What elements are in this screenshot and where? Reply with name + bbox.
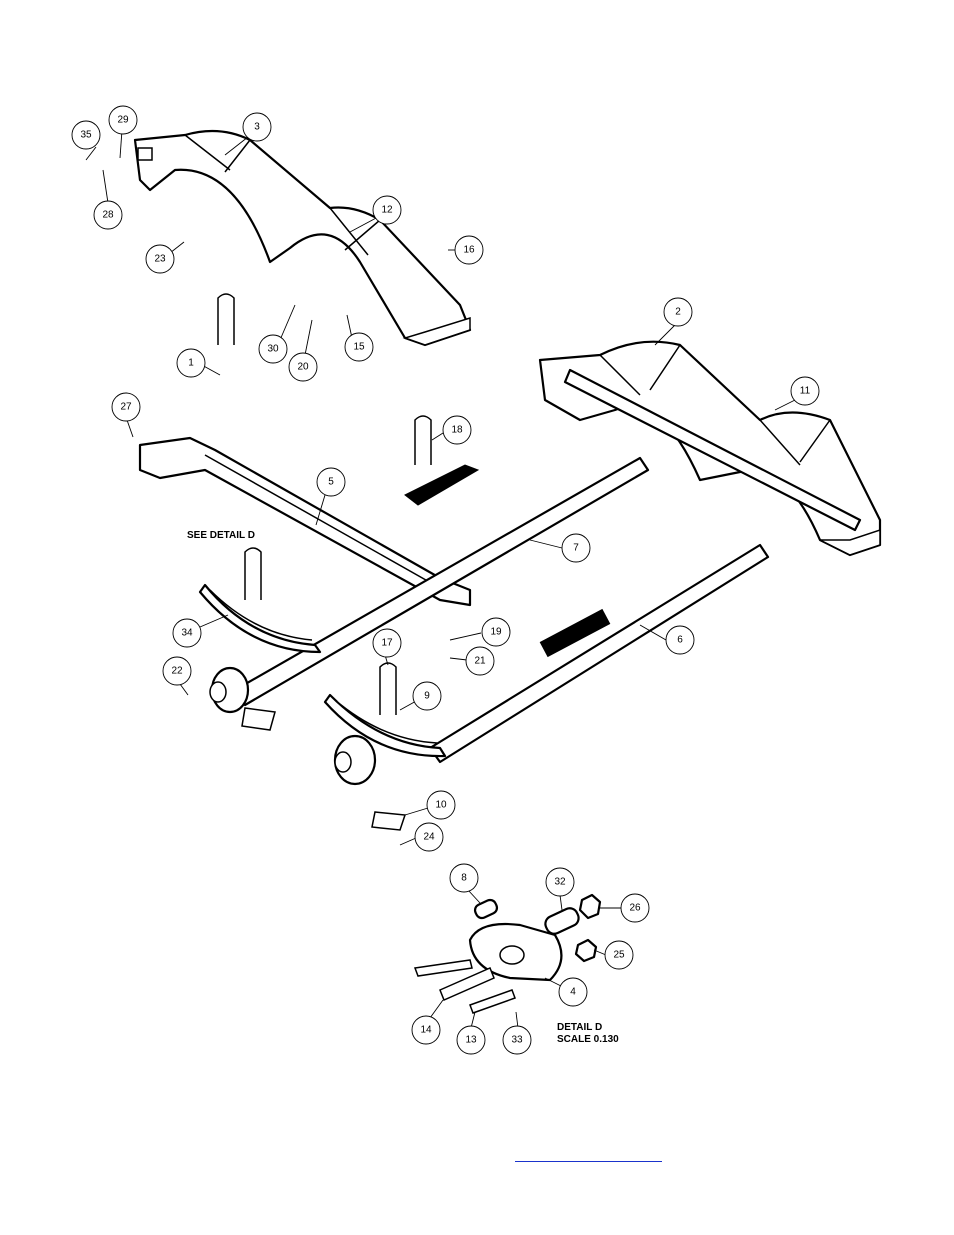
callout-23: 23 [145, 244, 175, 274]
callout-20: 20 [288, 352, 318, 382]
svg-text:30: 30 [267, 344, 279, 355]
svg-text:9: 9 [424, 691, 430, 702]
svg-text:29: 29 [117, 115, 129, 126]
svg-text:28: 28 [102, 210, 114, 221]
callout-30: 30 [258, 334, 288, 364]
callout-2: 2 [663, 297, 693, 327]
spring-hanger-plates [241, 707, 407, 831]
u-bolts [217, 293, 432, 715]
callout-22: 22 [162, 656, 192, 686]
fender-assembly-right [538, 340, 882, 557]
svg-text:35: 35 [80, 130, 92, 141]
callout-28: 28 [93, 200, 123, 230]
callout-8: 8 [449, 863, 479, 893]
svg-text:33: 33 [511, 1035, 523, 1046]
callout-26: 26 [620, 893, 650, 923]
callout-5: 5 [316, 467, 346, 497]
see-detail-note: SEE DETAIL D [187, 530, 255, 541]
callout-15: 15 [344, 332, 374, 362]
svg-text:5: 5 [328, 477, 334, 488]
hub-right [333, 734, 377, 786]
callout-24: 24 [414, 822, 444, 852]
svg-text:24: 24 [423, 832, 435, 843]
fender-assembly-upper [133, 129, 472, 347]
svg-text:4: 4 [570, 987, 576, 998]
callout-6: 6 [665, 625, 695, 655]
svg-text:22: 22 [171, 666, 183, 677]
callout-9: 9 [412, 681, 442, 711]
svg-text:17: 17 [381, 638, 393, 649]
svg-text:11: 11 [800, 386, 811, 397]
svg-text:19: 19 [490, 627, 502, 638]
callout-21: 21 [465, 646, 495, 676]
callout-32: 32 [545, 867, 575, 897]
svg-text:34: 34 [181, 628, 193, 639]
svg-text:20: 20 [297, 362, 309, 373]
svg-text:2: 2 [675, 307, 681, 318]
svg-text:32: 32 [554, 877, 566, 888]
callout-19: 19 [481, 617, 511, 647]
callout-12: 12 [372, 195, 402, 225]
callout-11: 11 [790, 376, 820, 406]
svg-text:26: 26 [629, 903, 641, 914]
svg-text:3: 3 [254, 122, 260, 133]
callout-14: 14 [411, 1015, 441, 1045]
svg-text:25: 25 [613, 950, 625, 961]
detail-scale: SCALE 0.130 [557, 1034, 619, 1045]
svg-text:27: 27 [120, 402, 132, 413]
callout-4: 4 [558, 977, 588, 1007]
frame-rail-6 [428, 543, 770, 764]
detail-d-assembly [413, 893, 602, 1014]
svg-text:16: 16 [463, 245, 475, 256]
callout-18: 18 [442, 415, 472, 445]
callout-3: 3 [242, 112, 272, 142]
callout-35: 35 [71, 120, 101, 150]
callout-27: 27 [111, 392, 141, 422]
svg-text:6: 6 [677, 635, 683, 646]
footer-link[interactable] [515, 1147, 662, 1162]
svg-text:12: 12 [381, 205, 393, 216]
svg-text:23: 23 [154, 254, 166, 265]
callout-1: 1 [176, 348, 206, 378]
svg-text:21: 21 [474, 656, 486, 667]
callout-34: 34 [172, 618, 202, 648]
callout-29: 29 [108, 105, 138, 135]
detail-title: DETAIL D [557, 1022, 602, 1033]
svg-text:15: 15 [353, 342, 365, 353]
callout-10: 10 [426, 790, 456, 820]
callout-7: 7 [561, 533, 591, 563]
svg-text:18: 18 [451, 425, 463, 436]
callout-16: 16 [454, 235, 484, 265]
callout-13: 13 [456, 1025, 486, 1055]
svg-text:1: 1 [188, 358, 194, 369]
svg-text:14: 14 [420, 1025, 432, 1036]
callout-25: 25 [604, 940, 634, 970]
frame-crossmember-5 [138, 436, 472, 607]
step-pad-18 [404, 464, 480, 506]
svg-text:10: 10 [435, 800, 447, 811]
hub-left [209, 666, 250, 714]
svg-text:7: 7 [573, 543, 579, 554]
svg-text:8: 8 [461, 873, 467, 884]
svg-text:13: 13 [465, 1035, 477, 1046]
callout-33: 33 [502, 1025, 532, 1055]
leaf-spring-9 [323, 693, 447, 758]
callout-17: 17 [372, 628, 402, 658]
leaf-spring-34 [198, 583, 322, 654]
